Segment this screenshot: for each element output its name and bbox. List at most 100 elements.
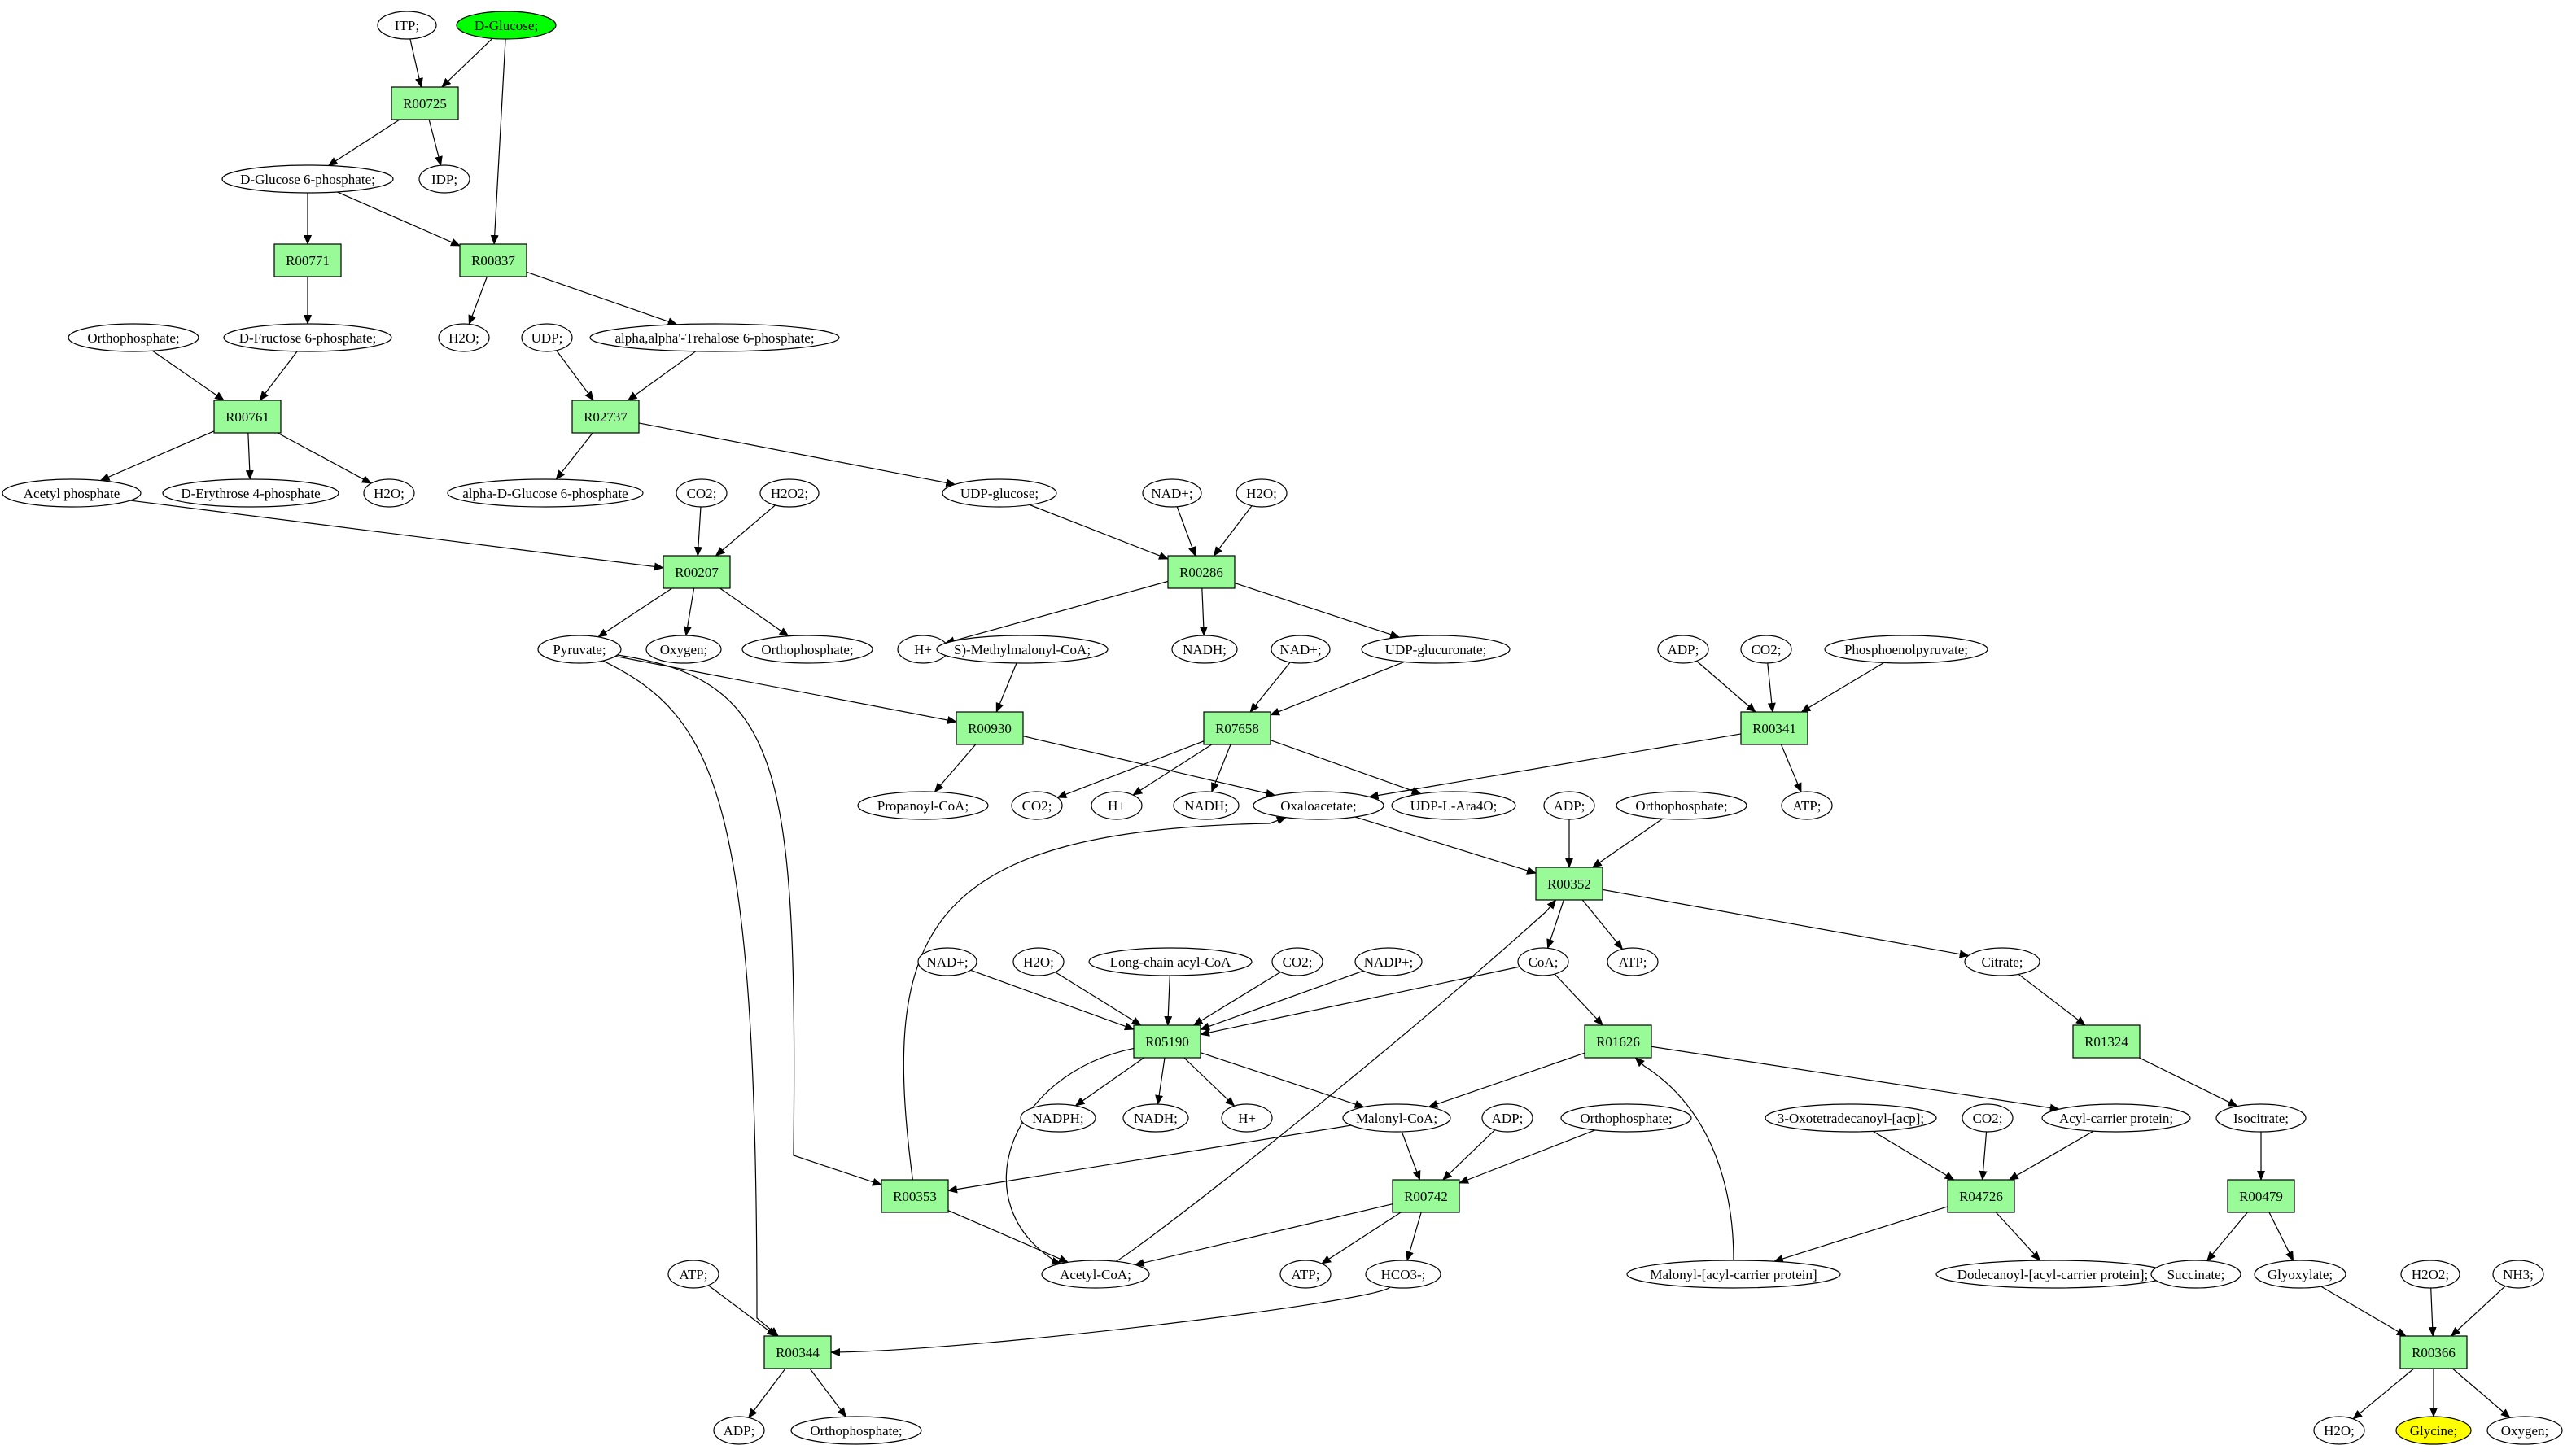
reaction-node-r00725[interactable]: R00725 (391, 86, 459, 120)
compound-node[interactable]: H2O2; (2400, 1260, 2460, 1289)
reaction-node-r00341[interactable]: R00341 (1740, 711, 1808, 745)
reaction-node-r01324[interactable]: R01324 (2072, 1024, 2141, 1059)
start-compound-node[interactable]: D-Glucose; (456, 11, 557, 40)
compound-node[interactable]: Orthophosphate; (741, 635, 873, 664)
reaction-node-r02737[interactable]: R02737 (571, 400, 640, 434)
compound-node[interactable]: Orthophosphate; (1560, 1103, 1692, 1133)
compound-node[interactable]: UDP-glucuronate; (1361, 635, 1511, 664)
compound-node[interactable]: CO2; (1962, 1103, 2014, 1133)
compound-ellipse (645, 635, 722, 664)
compound-node[interactable]: Long-chain acyl-CoA (1088, 947, 1253, 976)
compound-node[interactable]: NADH; (1122, 1103, 1189, 1133)
reaction-node-r00742[interactable]: R00742 (1392, 1179, 1460, 1213)
compound-node[interactable]: Oxaloacetate; (1253, 791, 1384, 820)
compound-node[interactable]: NH3; (2492, 1260, 2544, 1289)
compound-node[interactable]: NADH; (1171, 635, 1238, 664)
compound-node[interactable]: ATP; (667, 1260, 719, 1289)
compound-node[interactable]: ADP; (1657, 635, 1709, 664)
node-label: H2O; (448, 330, 479, 346)
compound-node[interactable]: H+ (897, 635, 949, 664)
compound-node[interactable]: Citrate; (1964, 947, 2040, 976)
compound-node[interactable]: alpha-D-Glucose 6-phosphate (447, 478, 644, 508)
compound-node[interactable]: CoA; (1517, 947, 1569, 976)
compound-node[interactable]: UDP-glucose; (942, 478, 1057, 508)
node-label: H2O2; (2412, 1267, 2449, 1282)
target-compound-node[interactable]: Glycine; (2395, 1416, 2472, 1445)
compound-node[interactable]: ADP; (1543, 791, 1595, 820)
compound-node[interactable]: Orthophosphate; (68, 323, 199, 352)
compound-node[interactable]: Malonyl-[acyl-carrier protein] (1626, 1260, 1841, 1289)
compound-node[interactable]: H+ (1221, 1103, 1273, 1133)
edge-h2o3-to-R00286 (1213, 505, 1253, 557)
compound-ellipse (1361, 635, 1511, 664)
compound-node[interactable]: UDP; (521, 323, 573, 352)
compound-ellipse (1088, 947, 1253, 976)
compound-node[interactable]: NAD+; (917, 947, 977, 976)
compound-node[interactable]: CO2; (676, 478, 728, 508)
compound-node[interactable]: NADP+; (1354, 947, 1423, 976)
compound-node[interactable]: H+ (1091, 791, 1143, 820)
compound-node[interactable]: CO2; (1011, 791, 1063, 820)
compound-node[interactable]: NADH; (1173, 791, 1240, 820)
compound-node[interactable]: ATP; (1279, 1260, 1332, 1289)
compound-node[interactable]: H2O; (1012, 947, 1065, 976)
compound-node[interactable]: H2O; (438, 323, 490, 352)
reaction-node-r05190[interactable]: R05190 (1133, 1024, 1201, 1059)
edge-R02737-to-udpglc (638, 422, 956, 487)
compound-node[interactable]: Oxygen; (2486, 1416, 2563, 1445)
compound-node[interactable]: Oxygen; (645, 635, 722, 664)
compound-ellipse (2215, 1103, 2307, 1133)
compound-node[interactable]: ITP; (377, 11, 437, 40)
compound-node[interactable]: Malonyl-CoA; (1342, 1103, 1451, 1133)
reaction-node-r00207[interactable]: R00207 (663, 555, 731, 589)
reaction-node-r00344[interactable]: R00344 (763, 1335, 832, 1369)
compound-node[interactable]: H2O; (1236, 478, 1288, 508)
compound-node[interactable]: ADP; (713, 1416, 765, 1445)
reaction-node-r00352[interactable]: R00352 (1535, 867, 1603, 901)
compound-node[interactable]: H2O; (363, 478, 415, 508)
compound-node[interactable]: Orthophosphate; (1616, 791, 1747, 820)
compound-node[interactable]: H2O2; (759, 478, 820, 508)
compound-node[interactable]: HCO3-; (1365, 1260, 1441, 1289)
reaction-node-r00771[interactable]: R00771 (273, 243, 342, 277)
compound-node[interactable]: Succinate; (2150, 1260, 2241, 1289)
reaction-node-r00353[interactable]: R00353 (881, 1179, 949, 1213)
compound-node[interactable]: 3-Oxotetradecanoyl-[acp]; (1765, 1103, 1937, 1133)
compound-node[interactable]: UDP-L-Ara4O; (1391, 791, 1516, 820)
compound-node[interactable]: Dodecanoyl-[acyl-carrier protein]; (1935, 1260, 2170, 1289)
compound-node[interactable]: Glyoxylate; (2254, 1260, 2346, 1289)
compound-node[interactable]: Propanoyl-CoA; (857, 791, 989, 820)
reaction-node-r04726[interactable]: R04726 (1947, 1179, 2015, 1213)
reaction-node-r01626[interactable]: R01626 (1584, 1024, 1652, 1059)
reaction-node-r00930[interactable]: R00930 (956, 711, 1024, 745)
compound-node[interactable]: NAD+; (1142, 478, 1202, 508)
compound-node[interactable]: IDP; (418, 164, 470, 194)
compound-node[interactable]: CO2; (1740, 635, 1792, 664)
compound-ellipse (1173, 791, 1240, 820)
compound-node[interactable]: S)-Methylmalonyl-CoA; (936, 635, 1109, 664)
reaction-node-r00837[interactable]: R00837 (459, 243, 527, 277)
compound-node[interactable]: D-Glucose 6-phosphate; (221, 164, 394, 194)
compound-node[interactable]: Phosphoenolpyruvate; (1824, 635, 1988, 664)
compound-node[interactable]: NAD+; (1271, 635, 1331, 664)
compound-node[interactable]: CO2; (1271, 947, 1323, 976)
compound-node[interactable]: H2O; (2313, 1416, 2365, 1445)
compound-node[interactable]: Acetyl phosphate (2, 478, 142, 508)
compound-node[interactable]: Isocitrate; (2215, 1103, 2307, 1133)
compound-node[interactable]: alpha,alpha'-Trehalose 6-phosphate; (589, 323, 840, 352)
compound-node[interactable]: D-Fructose 6-phosphate; (223, 323, 392, 352)
compound-node[interactable]: Orthophosphate; (790, 1416, 922, 1445)
reaction-node-r07658[interactable]: R07658 (1203, 711, 1271, 745)
compound-node[interactable]: D-Erythrose 4-phosphate (162, 478, 339, 508)
compound-node[interactable]: Acetyl-CoA; (1041, 1260, 1150, 1289)
compound-node[interactable]: ATP; (1607, 947, 1659, 976)
reaction-node-r00479[interactable]: R00479 (2227, 1179, 2295, 1213)
compound-node[interactable]: ATP; (1781, 791, 1833, 820)
compound-node[interactable]: ADP; (1481, 1103, 1533, 1133)
compound-node[interactable]: NADPH; (1020, 1103, 1096, 1133)
reaction-node-r00761[interactable]: R00761 (213, 400, 282, 434)
compound-node[interactable]: Pyruvate; (537, 635, 622, 664)
compound-node[interactable]: Acyl-carrier protein; (2041, 1103, 2191, 1133)
reaction-node-r00286[interactable]: R00286 (1167, 555, 1236, 589)
reaction-node-r00366[interactable]: R00366 (2399, 1335, 2468, 1369)
